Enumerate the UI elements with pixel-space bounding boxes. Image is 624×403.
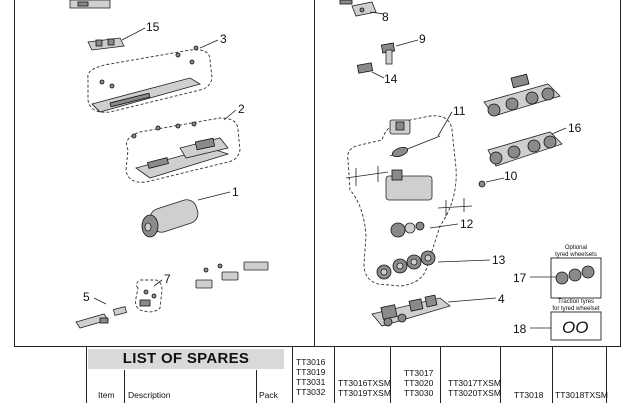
table-border-c4: [500, 347, 501, 403]
callout-7: 7: [164, 272, 171, 286]
part-8: [339, 0, 385, 17]
code-column-5: TT3018: [514, 390, 544, 400]
code-column-1: TT3016 TT3019 TT3031 TT3032: [296, 357, 326, 397]
part-7-cluster: [135, 261, 269, 313]
part-10: [478, 177, 505, 188]
inset-box-18: [550, 311, 602, 341]
callout-15: 15: [146, 20, 160, 34]
callout-9: 9: [419, 32, 426, 46]
code-column-3: TT3017 TT3020 TT3030: [404, 368, 434, 398]
part-11-12-cluster: [345, 111, 473, 287]
spares-title: LIST OF SPARES: [88, 349, 284, 369]
inset-optional-caption: Optional tyred wheelsets: [555, 245, 597, 258]
table-border-desc: [256, 370, 257, 403]
part-2-frame: [125, 109, 241, 183]
diagram-divider: [314, 0, 315, 347]
table-border-c6: [606, 347, 607, 403]
table-border-c5: [552, 347, 553, 403]
callout-2: 2: [238, 102, 245, 116]
header-item: Item: [98, 390, 115, 400]
code-column-4: TT3017TXSM TT3020TXSM: [448, 378, 501, 398]
traction-tyre-symbol: OO: [562, 318, 588, 337]
callout-3: 3: [220, 32, 227, 46]
part-15: [87, 27, 146, 51]
bogie-assembly-top: [483, 73, 561, 117]
table-border-pack: [292, 347, 293, 403]
part-top-left-cutoff: [69, 0, 111, 9]
diagram-frame: [14, 0, 621, 347]
callout-4: 4: [498, 292, 505, 306]
part-1-motor: [141, 191, 231, 238]
callout-14: 14: [384, 72, 398, 86]
header-pack: Pack: [259, 390, 278, 400]
callout-18: 18: [513, 322, 527, 336]
part-3-plate: [87, 39, 219, 113]
callout-12: 12: [460, 217, 474, 231]
table-border-c2: [390, 347, 391, 403]
callout-11: 11: [453, 104, 466, 118]
part-16-bogie: [487, 127, 567, 167]
table-border-c3: [440, 347, 441, 403]
callout-1: 1: [232, 185, 239, 199]
part-4-chassis: [371, 294, 497, 327]
header-description: Description: [128, 390, 171, 400]
callout-16: 16: [568, 121, 582, 135]
table-border-c1: [334, 347, 335, 403]
exploded-parts-diagram: 15 3 2 1: [69, 0, 602, 341]
part-5: [75, 297, 128, 329]
part-9: [380, 39, 419, 65]
code-column-2: TT3016TXSM TT3019TXSM: [338, 378, 391, 398]
callout-8: 8: [382, 10, 389, 24]
table-border-item: [124, 370, 125, 403]
callout-5: 5: [83, 290, 90, 304]
part-17-tyred-wheelset: [530, 265, 595, 285]
code-column-6: TT3018TXSM: [555, 390, 608, 400]
callout-17: 17: [513, 271, 527, 285]
callout-10: 10: [504, 169, 518, 183]
callout-13: 13: [492, 253, 506, 267]
part-14: [356, 62, 385, 79]
table-border-left: [86, 347, 87, 403]
inset-traction-caption: Traction tyres for tyred wheelset: [552, 299, 600, 312]
part-13-wheelsets: [376, 250, 491, 280]
